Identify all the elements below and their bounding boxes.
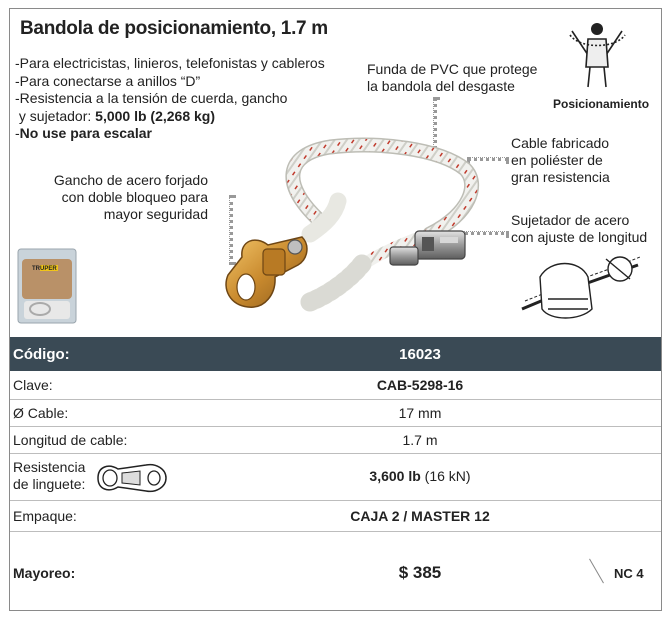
spec-header-row: Código: 16023 xyxy=(10,337,661,371)
callout-sujetador: Sujetador de acero con ajuste de longitu… xyxy=(511,212,648,245)
product-illustration: TRUPER xyxy=(17,23,641,324)
spec-row-clave: Clave: CAB-5298-16 xyxy=(10,371,661,400)
leader-line xyxy=(229,195,233,265)
leader-line xyxy=(467,157,509,161)
feature-item: -Resistencia a la tensión de cuerda, gan… xyxy=(15,90,288,106)
package-brand: TRUPER xyxy=(32,266,57,272)
callout-gancho: Gancho de acero forjado con doble bloque… xyxy=(53,172,208,222)
product-title: Bandola de posicionamiento, 1.7 m xyxy=(20,18,328,39)
pictogram-label: Posicionamiento xyxy=(553,97,650,111)
spec-row-empaque: Empaque: CAJA 2 / MASTER 12 xyxy=(10,501,661,532)
codigo-label: Código: xyxy=(13,346,70,363)
snap-hook-icon xyxy=(225,236,308,308)
steel-adjuster-icon xyxy=(389,230,466,266)
feature-item-warning: -No use para escalar xyxy=(15,125,152,141)
feature-list: -Para electricistas, linieros, telefonis… xyxy=(15,55,325,143)
feature-item: -Para conectarse a anillos “D” xyxy=(15,72,201,89)
hook-outline-icon xyxy=(97,463,167,493)
spec-row-mayoreo: Mayoreo: $ 385 xyxy=(13,563,442,582)
feature-item: -Para electricistas, linieros, telefonis… xyxy=(15,55,325,71)
spec-row-cable: Ø Cable: 17 mm xyxy=(10,400,661,427)
callout-funda: Funda de PVC que protege la bandola del … xyxy=(367,61,538,94)
product-card: Bandola de posicionamiento, 1.7 m -Para … xyxy=(9,8,662,611)
feature-item: y sujetador: 5,000 lb (2,268 kg) xyxy=(18,107,215,124)
hand-adjuster-icon xyxy=(521,256,641,319)
codigo-value: 16023 xyxy=(399,346,441,363)
nc-code: NC 4 xyxy=(614,566,644,581)
worker-positioning-icon xyxy=(569,23,626,88)
callout-cable: Cable fabricado en poliéster de gran res… xyxy=(511,135,610,185)
spec-row-longitud: Longitud de cable: 1.7 m xyxy=(10,427,661,454)
package-thumbnail xyxy=(17,248,77,324)
spec-row-resistencia: Resistencia de linguete: 3,600 lb (16 kN… xyxy=(10,454,661,501)
